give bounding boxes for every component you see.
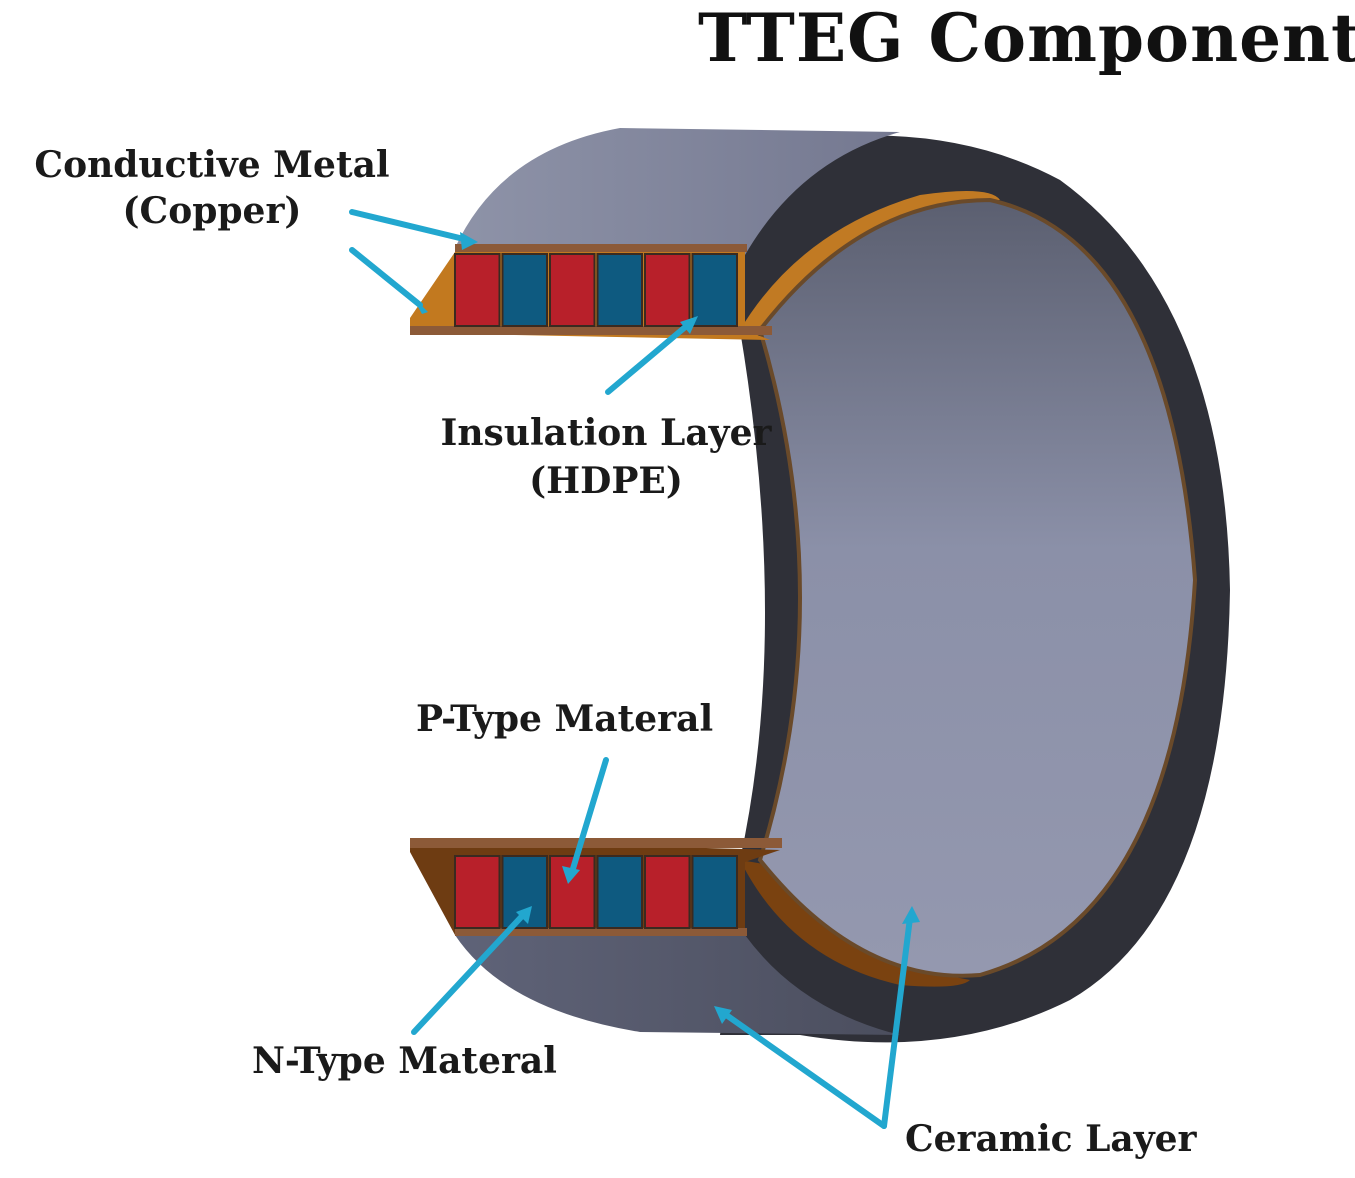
- arrow-copper-lower: [349, 247, 423, 308]
- label-insulation-layer: Insulation Layer (HDPE): [416, 412, 796, 502]
- n-type-cell: [691, 855, 738, 929]
- label-conductive-line1: Conductive Metal: [34, 144, 390, 186]
- arrowhead-ceramic-left: [714, 1006, 732, 1024]
- arrow-ptype: [569, 757, 609, 875]
- label-n-type: N-Type Materal: [252, 1040, 557, 1082]
- label-conductive-line2: (Copper): [122, 189, 302, 232]
- arrow-ntype: [411, 911, 527, 1035]
- arrow-heads: [412, 232, 920, 1024]
- n-type-cell: [501, 253, 548, 327]
- arrowhead-copper-upper: [460, 232, 478, 250]
- arrowhead-ptype: [562, 866, 580, 884]
- top-thermo-cells: [454, 253, 738, 327]
- arrowhead-ceramic-right: [902, 906, 920, 924]
- arrowhead-insulation: [680, 316, 698, 334]
- arrow-ceramic-right: [881, 915, 913, 1129]
- arrow-ceramic-left: [719, 1009, 887, 1129]
- p-type-cell: [549, 253, 596, 327]
- top-face: [455, 128, 900, 255]
- n-type-cell: [596, 855, 643, 929]
- arrow-insulation: [605, 320, 693, 395]
- diagram-title: TTEG Component: [698, 0, 1355, 77]
- p-type-cell: [644, 855, 691, 929]
- n-type-cell: [596, 253, 643, 327]
- leader-lines: [349, 209, 913, 1129]
- label-insulation-line1: Insulation Layer: [440, 412, 772, 454]
- p-type-cell: [454, 253, 501, 327]
- p-type-cell: [644, 253, 691, 327]
- label-ceramic-layer: Ceramic Layer: [905, 1118, 1197, 1160]
- label-conductive-metal: Conductive Metal (Copper): [12, 144, 412, 232]
- arrowhead-copper-lower: [412, 296, 428, 314]
- label-p-type: P-Type Materal: [416, 698, 714, 740]
- arrow-copper-upper: [349, 209, 471, 243]
- n-type-cell: [691, 253, 738, 327]
- arrowhead-ntype: [516, 906, 532, 924]
- p-type-cell: [454, 855, 501, 929]
- label-insulation-line2: (HDPE): [529, 459, 683, 502]
- inner-surface: [757, 197, 1198, 978]
- bottom-face: [455, 935, 900, 1035]
- bottom-thermo-cells: [454, 855, 738, 929]
